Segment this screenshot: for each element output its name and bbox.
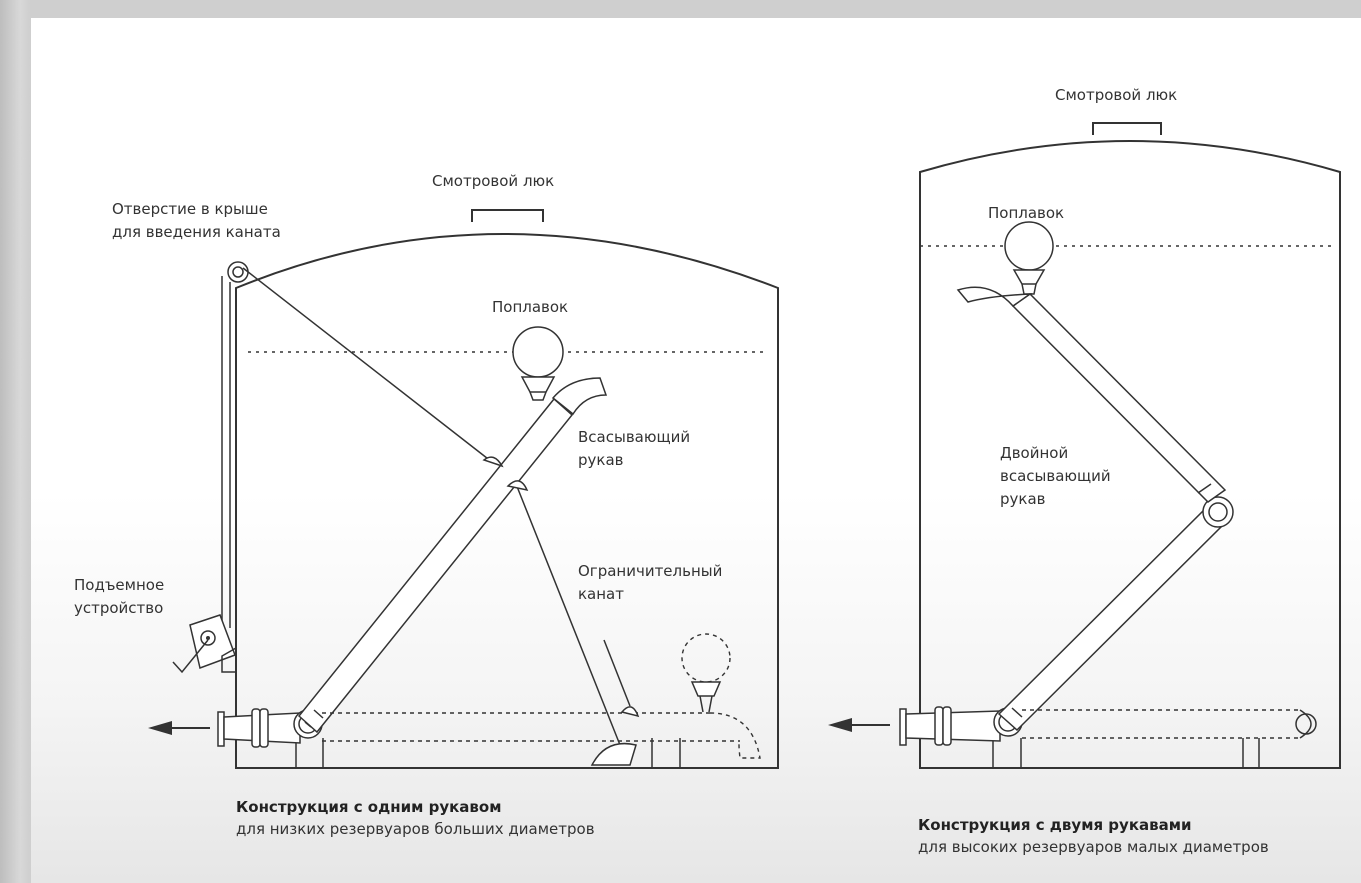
left-float: [512, 326, 564, 401]
limit-cable: [515, 483, 627, 761]
double-hose-label-1: Двойной: [1000, 444, 1068, 462]
left-hatch: [471, 209, 544, 222]
cable-bracket-lower: [506, 480, 529, 492]
lowered-float-outline: [681, 633, 731, 683]
right-caption-title: Конструкция с двумя рукавами: [918, 816, 1192, 834]
suction-label-2: рукав: [578, 451, 624, 469]
suction-label-1: Всасывающий: [578, 428, 690, 446]
limit-cable-label-2: канат: [578, 585, 624, 603]
right-caption-sub: для высоких резервуаров малых диаметров: [918, 838, 1269, 856]
roof-opening-label-2: для введения каната: [112, 223, 281, 241]
lifter-label-2: устройство: [74, 599, 163, 617]
cable-bracket-upper: [482, 456, 504, 468]
roof-pulley: [227, 261, 249, 283]
lowered-hose-outline: [322, 712, 740, 742]
left-caption-sub: для низких резервуаров больших диаметров: [236, 820, 595, 838]
right-swivel-joint-mid: [1202, 496, 1234, 528]
right-hose-inlet: [956, 286, 1033, 308]
left-float-label: Поплавок: [492, 298, 568, 316]
roof-opening-label-1: Отверстие в крыше: [112, 200, 268, 218]
left-tank-wall: [235, 233, 779, 769]
left-supports: [295, 738, 681, 768]
right-supports: [992, 738, 1260, 768]
right-float-label: Поплавок: [988, 204, 1064, 222]
right-hatch-label: Смотровой люк: [1055, 86, 1177, 104]
right-hatch: [1092, 122, 1162, 135]
limit-cable-label-1: Ограничительный: [578, 562, 722, 580]
left-outlet-flange: [217, 711, 225, 747]
left-tank: [148, 209, 779, 769]
left-suction-hose: [297, 377, 608, 734]
right-tank-wall: [919, 140, 1341, 769]
lifter-label-1: Подъемное: [74, 576, 164, 594]
lift-cable: [242, 267, 493, 463]
limit-cable-anchor: [590, 742, 637, 766]
double-hose-label-3: рукав: [1000, 490, 1046, 508]
right-lowered-hose-outline: [1022, 709, 1300, 739]
right-float: [1004, 221, 1054, 295]
cable-guide: [221, 276, 231, 628]
right-tank: [828, 122, 1341, 769]
right-outlet-flange: [899, 708, 907, 746]
right-lower-hose: [997, 504, 1228, 732]
double-hose-label-2: всасывающий: [1000, 467, 1111, 485]
left-hatch-label: Смотровой люк: [432, 172, 554, 190]
left-caption-title: Конструкция с одним рукавом: [236, 798, 501, 816]
